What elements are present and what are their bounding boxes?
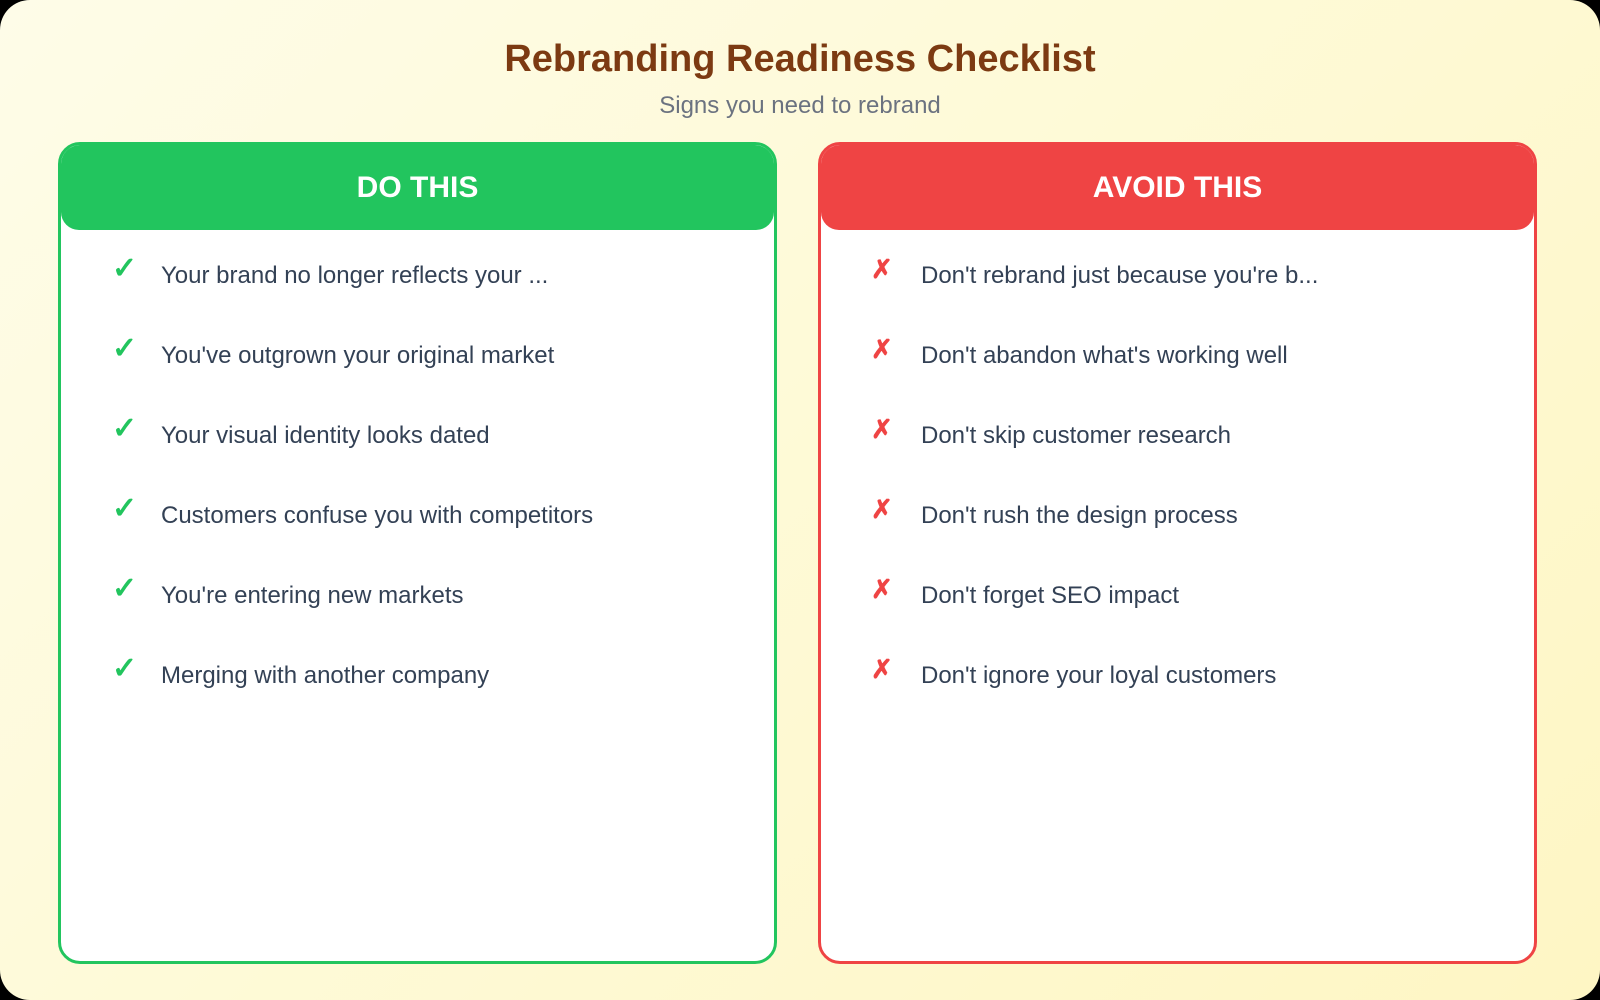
list-item: ✓ You've outgrown your original market [61, 320, 774, 400]
list-item-text: You're entering new markets [161, 582, 464, 609]
list-item-text: Don't ignore your loyal customers [921, 662, 1277, 689]
do-this-card: DO THIS ✓ Your brand no longer reflects … [58, 142, 777, 964]
check-icon: ✓ [112, 492, 138, 525]
do-this-list: ✓ Your brand no longer reflects your ...… [61, 240, 774, 720]
list-item: ✗ Don't abandon what's working well [821, 320, 1534, 400]
avoid-this-card: AVOID THIS ✗ Don't rebrand just because … [818, 142, 1537, 964]
list-item-text: Don't skip customer research [921, 422, 1232, 449]
cross-icon: ✗ [871, 334, 893, 364]
cross-icon: ✗ [871, 494, 893, 524]
list-item-text: Don't forget SEO impact [921, 582, 1180, 609]
cross-icon: ✗ [871, 574, 893, 604]
list-item: ✗ Don't skip customer research [821, 400, 1534, 480]
list-item-text: Customers confuse you with competitors [161, 502, 594, 529]
check-icon: ✓ [112, 412, 138, 445]
cross-icon: ✗ [871, 654, 893, 684]
check-icon: ✓ [112, 332, 138, 365]
check-icon: ✓ [112, 252, 138, 285]
list-item-text: Merging with another company [161, 662, 490, 689]
list-item: ✗ Don't forget SEO impact [821, 560, 1534, 640]
list-item: ✓ Customers confuse you with competitors [61, 480, 774, 560]
check-icon: ✓ [112, 652, 138, 685]
list-item: ✗ Don't ignore your loyal customers [821, 640, 1534, 720]
check-icon: ✓ [112, 572, 138, 605]
list-item: ✗ Don't rebrand just because you're b... [821, 240, 1534, 320]
do-this-header: DO THIS [61, 145, 774, 230]
avoid-this-list: ✗ Don't rebrand just because you're b...… [821, 240, 1534, 720]
cross-icon: ✗ [871, 414, 893, 444]
list-item-text: You've outgrown your original market [161, 342, 555, 369]
page-title: Rebranding Readiness Checklist [504, 38, 1096, 80]
list-item: ✓ Merging with another company [61, 640, 774, 720]
list-item-text: Don't abandon what's working well [921, 342, 1288, 369]
list-item-text: Your visual identity looks dated [161, 422, 490, 449]
list-item-text: Don't rebrand just because you're b... [921, 262, 1319, 289]
list-item: ✓ Your brand no longer reflects your ... [61, 240, 774, 320]
list-item: ✓ You're entering new markets [61, 560, 774, 640]
page-subtitle: Signs you need to rebrand [659, 92, 941, 119]
list-item-text: Your brand no longer reflects your ... [161, 262, 549, 289]
avoid-this-header: AVOID THIS [821, 145, 1534, 230]
list-item: ✓ Your visual identity looks dated [61, 400, 774, 480]
cross-icon: ✗ [871, 254, 893, 284]
list-item-text: Don't rush the design process [921, 502, 1238, 529]
list-item: ✗ Don't rush the design process [821, 480, 1534, 560]
